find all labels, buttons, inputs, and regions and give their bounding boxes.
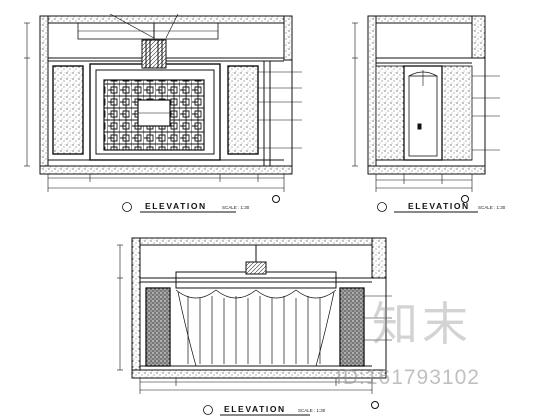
ceiling-slab-a (39, 15, 293, 24)
stone-panel-right-c (339, 287, 365, 367)
curtain-c (175, 289, 337, 367)
ceiling-slab-c (131, 237, 387, 246)
floor-c (131, 369, 387, 379)
elevation-title-c: ELEVATION (224, 404, 286, 414)
section-marker-a (272, 195, 280, 203)
vertical-dimension-c (117, 244, 123, 371)
right-wall-section-b (471, 15, 486, 59)
title-block-a (122, 202, 236, 213)
elevation-title-b: ELEVATION (408, 201, 470, 211)
ceiling-slab-b (367, 15, 486, 24)
pendant-light-a (141, 23, 167, 69)
elevation-drawing-c (117, 237, 392, 409)
annotation-leaders-c (364, 295, 392, 341)
elevation-title-a: ELEVATION (145, 201, 207, 211)
right-wall-section-a (283, 15, 293, 61)
left-wall-section-b (367, 15, 377, 175)
scale-note-b: SCALE : 1:30 (478, 205, 506, 210)
floor-b (367, 165, 486, 175)
scale-note-c: SCALE : 1:30 (298, 408, 326, 413)
horizontal-dimension-c (139, 378, 373, 394)
pendant-light-c (245, 245, 267, 275)
vertical-dimension-a (24, 22, 30, 167)
title-block-c (203, 405, 310, 416)
left-wall-section-a (39, 15, 49, 175)
horizontal-dimension-b (375, 174, 473, 192)
door-b (403, 65, 443, 161)
elevation-drawing-a (24, 13, 302, 203)
title-block-b (377, 202, 478, 213)
annotation-leaders-b (472, 75, 500, 151)
vertical-dimension-b (352, 22, 358, 167)
section-marker-c (371, 401, 379, 409)
stone-panel-right-a (227, 65, 259, 155)
right-wall-section-c (371, 237, 387, 279)
horizontal-dimension-a (47, 174, 285, 192)
scale-note-a: SCALE : 1:30 (222, 205, 250, 210)
floor-a (39, 165, 293, 175)
stone-wall-b-right (441, 65, 473, 161)
stone-panel-left-c (145, 287, 171, 367)
elevation-drawing-b (352, 15, 500, 203)
left-wall-section-c (131, 237, 141, 379)
watermark-id: ID:161793102 (336, 366, 480, 389)
watermark-brand: 知末 (372, 297, 472, 351)
annotation-leaders-a (109, 13, 302, 149)
stone-wall-b-left (375, 65, 405, 161)
section-marker-b (461, 195, 469, 203)
stone-panel-left-a (52, 65, 84, 155)
